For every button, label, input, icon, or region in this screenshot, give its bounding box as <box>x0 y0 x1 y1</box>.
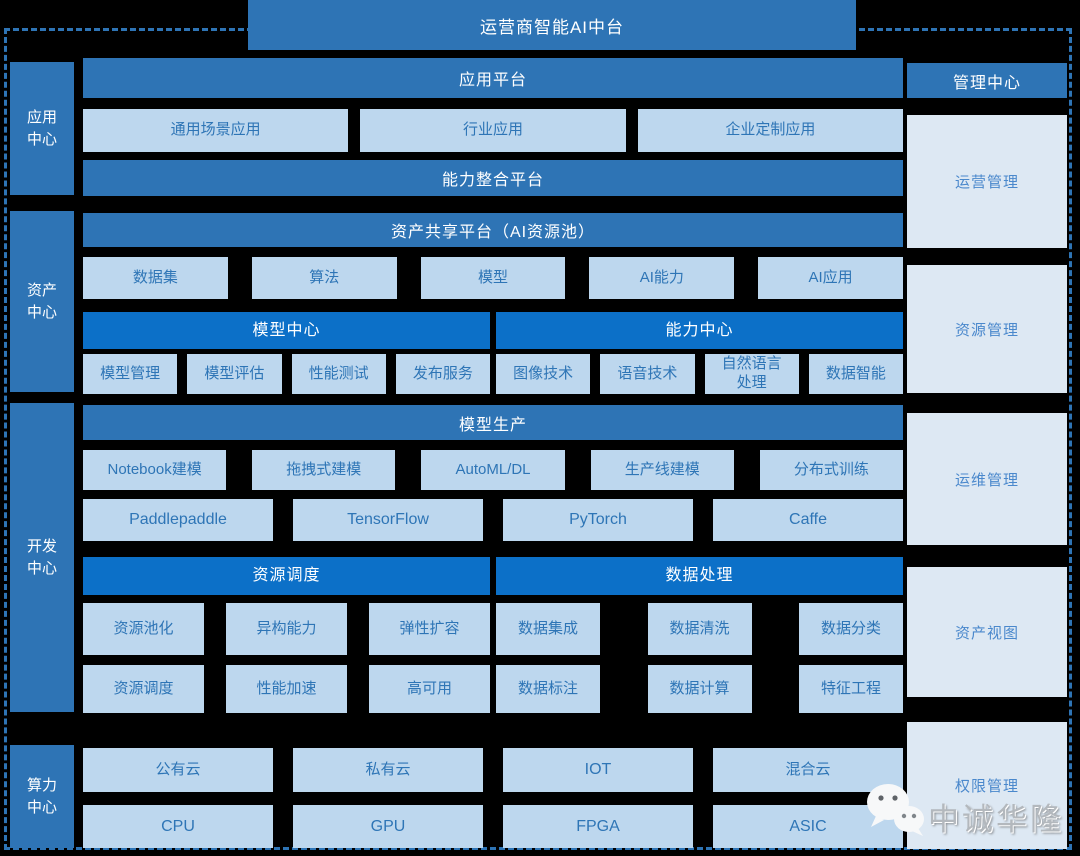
row-application-apps: 通用场景应用 行业应用 企业定制应用 <box>83 109 903 152</box>
diagram-title: 运营商智能AI中台 <box>248 0 856 50</box>
box-paddlepaddle: Paddlepaddle <box>83 499 273 541</box>
header-asset-share-platform: 资产共享平台（AI资源池） <box>83 213 903 247</box>
row-assets: 数据集 算法 模型 AI能力 AI应用 <box>83 257 903 299</box>
watermark-brand-text: 中诚华隆 <box>928 802 1064 837</box>
box-data-classification: 数据分类 <box>799 603 903 655</box>
box-feature-engineering: 特征工程 <box>799 665 903 713</box>
rail-computing-center: 算力 中心 <box>10 745 74 848</box>
box-iot: IOT <box>503 748 693 792</box>
panel-asset-view: 资产视图 <box>907 567 1067 697</box>
box-model: 模型 <box>420 257 566 299</box>
box-pytorch: PyTorch <box>503 499 693 541</box>
box-data-cleaning: 数据清洗 <box>647 603 752 655</box>
box-data-intelligence: 数据智能 <box>808 354 903 394</box>
box-data-labeling: 数据标注 <box>496 665 600 713</box>
header-management-center: 管理中心 <box>907 63 1067 98</box>
group-model-items: 模型管理 模型评估 性能测试 发布服务 <box>83 354 490 394</box>
box-dataset: 数据集 <box>83 257 228 299</box>
box-private-cloud: 私有云 <box>293 748 483 792</box>
panel-operations-management: 运营管理 <box>907 115 1067 248</box>
box-cpu: CPU <box>83 805 273 848</box>
group-data-row1: 数据集成 数据清洗 数据分类 <box>496 603 903 655</box>
box-pipeline-modeling: 生产线建模 <box>590 450 734 490</box>
row-center-items: 模型管理 模型评估 性能测试 发布服务 图像技术 语音技术 自然语言 处理 数据… <box>83 354 903 394</box>
box-performance-testing: 性能测试 <box>291 354 386 394</box>
box-ai-application: AI应用 <box>758 257 903 299</box>
rail-application-center: 应用 中心 <box>10 62 74 195</box>
row-cloud-infra: 公有云 私有云 IOT 混合云 <box>83 748 903 792</box>
box-data-integration: 数据集成 <box>496 603 600 655</box>
header-model-production: 模型生产 <box>83 405 903 440</box>
row-resource-data-2: 资源调度 性能加速 高可用 数据标注 数据计算 特征工程 <box>83 665 903 713</box>
box-ai-capability: AI能力 <box>589 257 735 299</box>
row-chips: CPU GPU FPGA ASIC <box>83 805 903 848</box>
box-data-computing: 数据计算 <box>647 665 752 713</box>
box-tensorflow: TensorFlow <box>293 499 483 541</box>
box-public-cloud: 公有云 <box>83 748 273 792</box>
box-image-technology: 图像技术 <box>496 354 591 394</box>
header-application-platform: 应用平台 <box>83 58 903 98</box>
box-drag-drop-modeling: 拖拽式建模 <box>252 450 396 490</box>
row-center-headers: 模型中心 能力中心 <box>83 312 903 349</box>
box-release-service: 发布服务 <box>395 354 490 394</box>
rail-development-center: 开发 中心 <box>10 403 74 712</box>
header-model-center: 模型中心 <box>83 312 490 349</box>
header-capability-center: 能力中心 <box>496 312 903 349</box>
wechat-icon <box>864 781 926 842</box>
box-heterogeneous-capability: 异构能力 <box>226 603 347 655</box>
panel-resource-management: 资源管理 <box>907 265 1067 393</box>
row-frameworks: Paddlepaddle TensorFlow PyTorch Caffe <box>83 499 903 541</box>
group-resource-row1: 资源池化 异构能力 弹性扩容 <box>83 603 490 655</box>
header-data-processing: 数据处理 <box>496 557 903 595</box>
box-speech-technology: 语音技术 <box>600 354 695 394</box>
box-elastic-scaling: 弹性扩容 <box>369 603 490 655</box>
box-resource-scheduling: 资源调度 <box>83 665 204 713</box>
box-hybrid-cloud: 混合云 <box>713 748 903 792</box>
header-capability-integration-platform: 能力整合平台 <box>83 160 903 196</box>
box-caffe: Caffe <box>713 499 903 541</box>
box-notebook-modeling: Notebook建模 <box>83 450 227 490</box>
group-capability-items: 图像技术 语音技术 自然语言 处理 数据智能 <box>496 354 903 394</box>
box-automl-dl: AutoML/DL <box>421 450 565 490</box>
rail-asset-center: 资产 中心 <box>10 211 74 392</box>
group-resource-row2: 资源调度 性能加速 高可用 <box>83 665 490 713</box>
box-performance-acceleration: 性能加速 <box>226 665 347 713</box>
box-fpga: FPGA <box>503 805 693 848</box>
header-resource-scheduling: 资源调度 <box>83 557 490 595</box>
box-distributed-training: 分布式训练 <box>759 450 904 490</box>
row-scheduling-headers: 资源调度 数据处理 <box>83 557 903 595</box>
box-general-scenario-apps: 通用场景应用 <box>83 109 349 152</box>
box-industry-apps: 行业应用 <box>360 109 626 152</box>
row-modeling-tools: Notebook建模 拖拽式建模 AutoML/DL 生产线建模 分布式训练 <box>83 450 904 490</box>
box-model-evaluation: 模型评估 <box>187 354 282 394</box>
box-resource-pooling: 资源池化 <box>83 603 204 655</box>
row-resource-data-1: 资源池化 异构能力 弹性扩容 数据集成 数据清洗 数据分类 <box>83 603 903 655</box>
box-algorithm: 算法 <box>251 257 397 299</box>
panel-permission-management: 权限管理 <box>907 722 1067 849</box>
group-data-row2: 数据标注 数据计算 特征工程 <box>496 665 903 713</box>
box-model-management: 模型管理 <box>83 354 178 394</box>
box-enterprise-custom-apps: 企业定制应用 <box>637 109 903 152</box>
box-nlp: 自然语言 处理 <box>704 354 799 394</box>
panel-om-management: 运维管理 <box>907 413 1067 545</box>
box-gpu: GPU <box>293 805 483 848</box>
box-high-availability: 高可用 <box>369 665 490 713</box>
